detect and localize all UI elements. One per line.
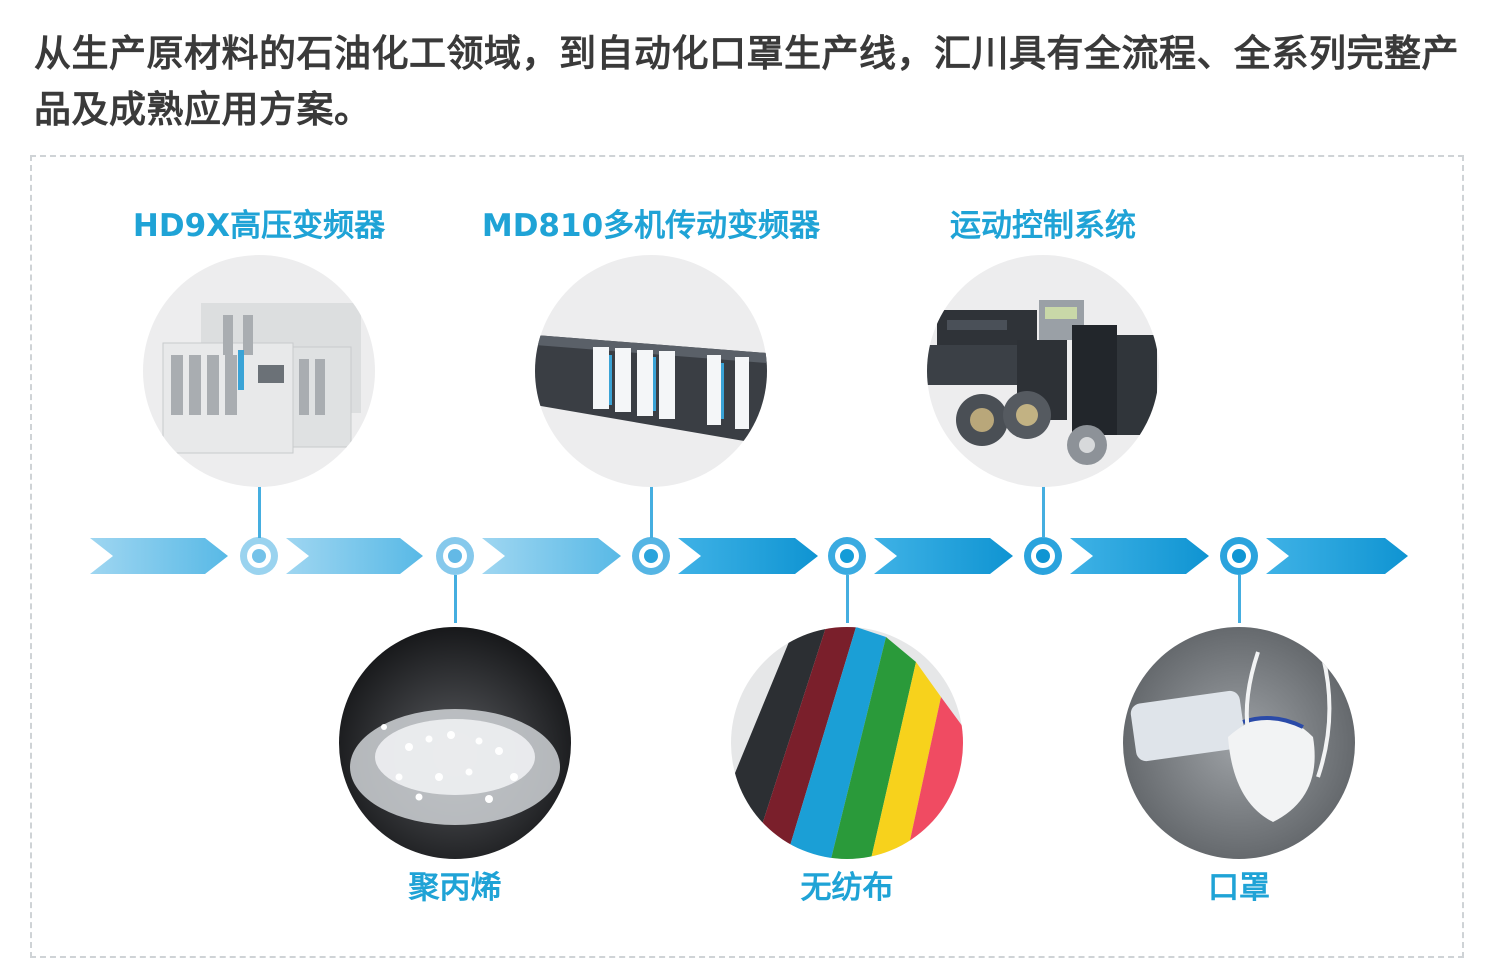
label-hd9x-inverter: HD9X高压变频器 bbox=[132, 208, 386, 244]
high-voltage-inverter-image bbox=[143, 255, 375, 487]
stem-top-2 bbox=[650, 482, 653, 538]
stem-bottom-1 bbox=[454, 575, 457, 623]
label-nonwoven-fabric: 无纺布 bbox=[800, 870, 894, 906]
stem-top-3 bbox=[1042, 482, 1045, 538]
label-face-mask: 口罩 bbox=[1208, 870, 1270, 906]
label-motion-control: 运动控制系统 bbox=[950, 208, 1136, 244]
multi-drive-inverter-image bbox=[535, 255, 767, 487]
motion-control-system-image bbox=[927, 255, 1159, 487]
label-polypropylene: 聚丙烯 bbox=[408, 870, 502, 906]
polypropylene-pellets-image bbox=[339, 627, 571, 859]
stem-top-1 bbox=[258, 482, 261, 538]
diagram-frame bbox=[30, 155, 1464, 958]
intro-text: 从生产原材料的石油化工领域，到自动化口罩生产线，汇川具有全流程、全系列完整产品及… bbox=[34, 32, 1459, 131]
face-mask-image bbox=[1123, 627, 1355, 859]
stem-bottom-3 bbox=[1238, 575, 1241, 623]
stem-bottom-2 bbox=[846, 575, 849, 623]
label-md810-inverter: MD810多机传动变频器 bbox=[481, 208, 821, 244]
nonwoven-fabric-image bbox=[731, 627, 963, 859]
